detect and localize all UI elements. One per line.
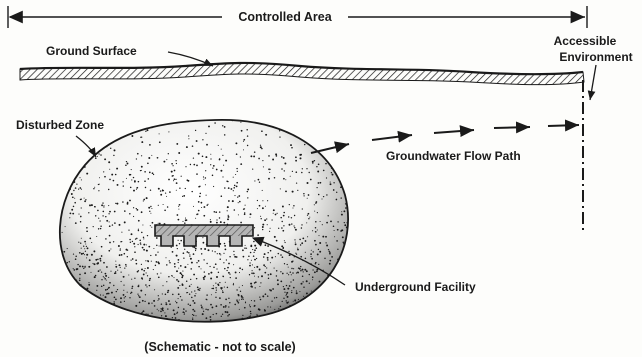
disturbed-zone-leader: [76, 136, 96, 157]
accessible-environment-leader: [590, 65, 596, 100]
caption: (Schematic - not to scale): [144, 340, 295, 354]
groundwater-flow-label: Groundwater Flow Path: [386, 149, 521, 163]
accessible-environment-label-line2: Environment: [559, 50, 632, 64]
disturbed-zone: [60, 120, 348, 322]
underground-facility-label: Underground Facility: [355, 280, 476, 294]
accessible-environment-label-line1: Accessible: [554, 34, 617, 48]
disturbed-zone-label: Disturbed Zone: [16, 118, 104, 132]
ground-surface-label: Ground Surface: [46, 44, 137, 58]
controlled-area-label: Controlled Area: [238, 10, 332, 24]
